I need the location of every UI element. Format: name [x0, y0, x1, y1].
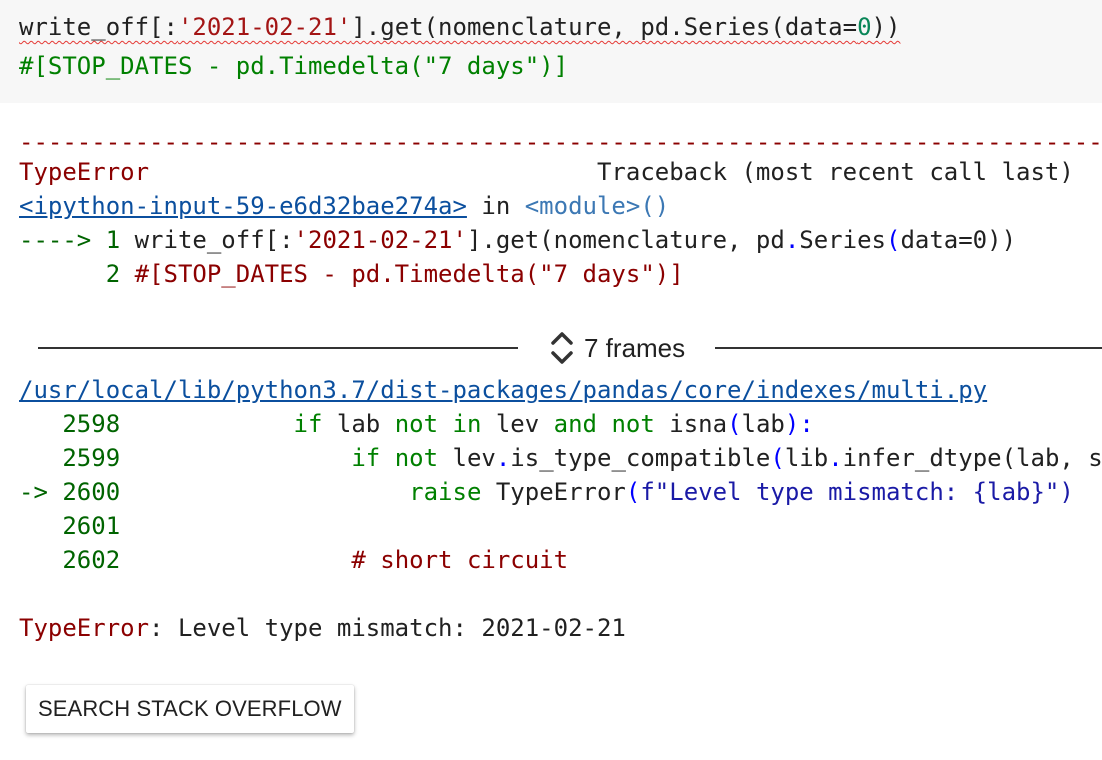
code-text: )) — [871, 13, 901, 41]
code-number: 0 — [857, 13, 872, 41]
code-text: Series — [799, 226, 886, 254]
code-op: ( — [770, 444, 785, 472]
code-string: '2021-02-21' — [177, 13, 352, 41]
traceback-header: TypeError Traceback (most recent call la… — [19, 155, 1102, 189]
line-number: 2 — [19, 260, 135, 288]
module-parens: () — [640, 192, 670, 220]
code-op: ): — [784, 410, 814, 438]
code-text: write_off[: — [19, 13, 178, 41]
code-text: TypeError — [481, 478, 626, 506]
code-text: lev — [481, 410, 554, 438]
module-name: <module> — [524, 192, 641, 220]
frames-label: 7 frames — [584, 332, 686, 363]
code-text: is_type_compatible — [510, 444, 771, 472]
code-keyword: and not — [553, 410, 655, 438]
traceback-location: <ipython-input-59-e6d32bae274a> in <modu… — [19, 189, 1102, 223]
code-text: write_off[: — [134, 226, 294, 254]
line-number: 2599 — [19, 444, 135, 472]
in-text: in — [466, 192, 525, 220]
code-cell[interactable]: write_off[:'2021-02-21'].get(nomenclatur… — [0, 0, 1102, 103]
ipython-input-link[interactable]: <ipython-input-59-e6d32bae274a> — [19, 192, 467, 220]
error-text: : Level type mismatch: 2021-02-21 — [149, 614, 626, 642]
code-string: f"Level type mismatch: {lab}") — [640, 478, 1074, 506]
code-text: lab — [741, 410, 785, 438]
file-line-2599: 2599 if not lev.is_type_compatible(lib.i… — [19, 441, 1102, 475]
spacer — [149, 158, 597, 186]
line-arrow: ----> 1 — [19, 226, 135, 254]
indent — [135, 444, 352, 472]
traceback-line-2: 2 #[STOP_DATES - pd.Timedelta("7 days")] — [19, 257, 1102, 291]
code-text: isna — [654, 410, 728, 438]
line-number: 2602 — [19, 546, 135, 574]
code-comment: #[STOP_DATES - pd.Timedelta("7 days")] — [134, 260, 684, 288]
traceback-line-1: ----> 1 write_off[:'2021-02-21'].get(nom… — [19, 223, 1102, 257]
code-keyword: if — [293, 410, 323, 438]
code-keyword: if not — [351, 444, 439, 472]
code-op: ( — [885, 226, 901, 254]
error-name: TypeError — [19, 158, 150, 186]
file-line-2598: 2598 if lab not in lev and not isna(lab)… — [19, 407, 1102, 441]
divider-line-left — [38, 347, 518, 349]
code-keyword: raise — [409, 478, 482, 506]
search-stack-overflow-button[interactable]: SEARCH STACK OVERFLOW — [26, 685, 354, 733]
code-op: . — [784, 226, 800, 254]
code-op: . — [828, 444, 843, 472]
file-line-2602: 2602 # short circuit — [19, 543, 1102, 577]
file-line-2601: 2601 — [19, 509, 1102, 543]
line-number: 2598 — [19, 410, 135, 438]
code-text: ].get(nomenclature, pd — [466, 226, 785, 254]
code-text: ].get(nomenclature, pd.Series(data= — [351, 13, 858, 41]
traceback-separator: ----------------------------------------… — [19, 128, 1102, 156]
code-line-2[interactable]: #[STOP_DATES - pd.Timedelta("7 days")] — [19, 52, 569, 80]
file-location: /usr/local/lib/python3.7/dist-packages/p… — [19, 373, 1102, 407]
code-text: data=0)) — [900, 226, 1017, 254]
indent — [135, 546, 352, 574]
file-path-link[interactable]: /usr/local/lib/python3.7/dist-packages/p… — [19, 376, 988, 404]
line-arrow: -> 2600 — [19, 478, 135, 506]
error-message: TypeError: Level type mismatch: 2021-02-… — [19, 611, 1102, 645]
code-text: lev — [438, 444, 496, 472]
code-text: lab — [322, 410, 395, 438]
code-line-1[interactable]: write_off[:'2021-02-21'].get(nomenclatur… — [19, 10, 900, 44]
code-op: . — [495, 444, 511, 472]
code-text: lib — [784, 444, 829, 472]
code-comment: # short circuit — [351, 546, 569, 574]
code-op: ( — [727, 410, 742, 438]
traceback-label: Traceback (most recent call last) — [596, 158, 1074, 186]
code-text: infer_dtype(lab, skipna=False)): — [842, 444, 1102, 472]
indent — [135, 478, 410, 506]
code-string: '2021-02-21' — [293, 226, 467, 254]
line-number: 2601 — [19, 512, 135, 540]
expand-chevron-icon — [548, 328, 576, 368]
error-name: TypeError — [19, 614, 150, 642]
indent — [135, 410, 294, 438]
code-op: ( — [625, 478, 641, 506]
frames-toggle[interactable]: 7 frames — [548, 328, 685, 368]
frames-divider: 7 frames — [0, 328, 1102, 368]
file-line-2600: -> 2600 raise TypeError(f"Level type mis… — [19, 475, 1102, 509]
divider-line-right — [715, 347, 1102, 349]
code-keyword: not in — [394, 410, 482, 438]
